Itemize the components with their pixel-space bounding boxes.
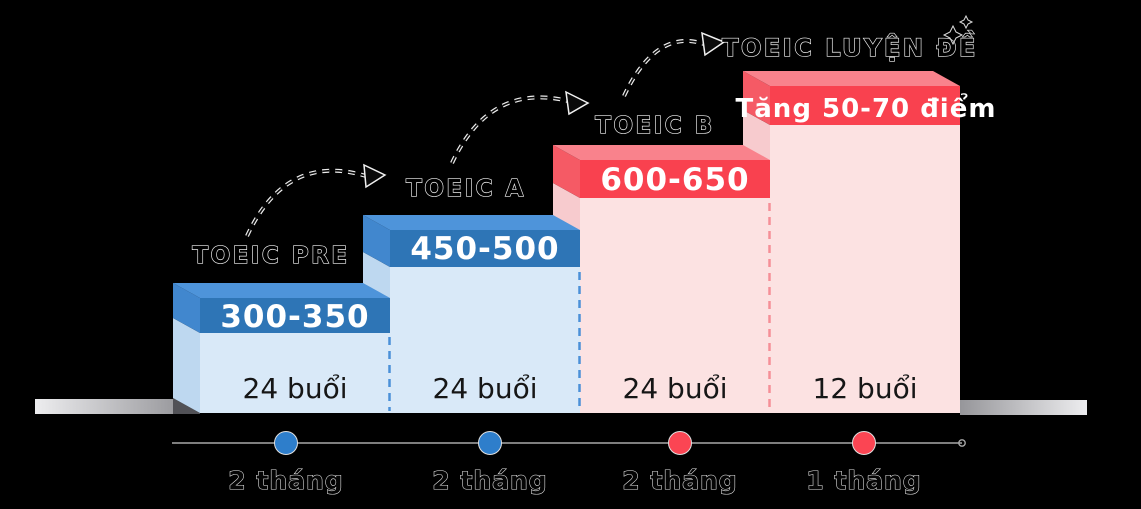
duration-label-step-2: 2 tháng — [432, 466, 547, 495]
arrow-3-curve-inner — [623, 40, 705, 97]
step-4-band-label: Tăng 50-70 điểm — [736, 91, 997, 124]
duration-label-step-3: 2 tháng — [622, 466, 737, 495]
step-3-sessions-label: 24 buổi — [623, 372, 728, 405]
ground-bar-left — [35, 399, 173, 414]
step-1-body-side-face — [173, 318, 200, 413]
timeline-dot-step-1 — [274, 431, 298, 455]
step-1-band-side-face — [173, 283, 200, 333]
step-2-body — [390, 267, 580, 413]
step-2-band — [390, 230, 580, 267]
duration-label-step-1: 2 tháng — [228, 466, 343, 495]
step-1-title: TOEIC PRE — [192, 243, 349, 269]
step-4-bar: Tăng 50-70 điểm 12 buổi — [736, 71, 997, 413]
step-1-band-label: 300-350 — [220, 299, 369, 335]
step-1-band — [200, 298, 390, 333]
step-2-title: TOEIC A — [406, 176, 526, 202]
step-3-body — [580, 198, 770, 413]
step-4-top-face — [743, 71, 960, 86]
step-3-band-label: 600-650 — [600, 162, 749, 198]
step-4-band — [770, 86, 960, 125]
timeline-dot-step-3 — [668, 431, 692, 455]
arrow-step3-to-step4 — [622, 31, 726, 97]
step-3-band — [580, 160, 770, 198]
step-2-band-side-face — [363, 215, 390, 267]
step-1-sessions-label: 24 buổi — [243, 372, 348, 405]
arrow-3-head-icon — [701, 31, 726, 57]
step-2-bar: 450-500 24 buổi — [363, 215, 580, 413]
timeline-end-tick — [958, 439, 966, 447]
ground-shadow — [173, 398, 200, 414]
step-4-band-side-face — [743, 71, 770, 125]
step-1-bar: 300-350 24 buổi — [173, 283, 390, 413]
step-4-sessions-label: 12 buổi — [813, 372, 918, 405]
step-3-title: TOEIC B — [595, 113, 714, 139]
step-3-band-side-face — [553, 145, 580, 198]
arrow-2-head-icon — [565, 90, 590, 116]
arrow-2-curve-inner — [451, 96, 569, 164]
sparkle-icon — [958, 14, 974, 30]
sparkle-icon — [942, 24, 964, 46]
step-1-body — [200, 333, 390, 413]
step-2-band-label: 450-500 — [410, 231, 559, 267]
step-3-bar: 600-650 24 buổi — [553, 145, 770, 413]
step-4-body — [770, 125, 960, 413]
duration-label-step-4: 1 tháng — [806, 466, 921, 495]
arrow-step1-to-step2 — [245, 163, 387, 237]
timeline: 2 tháng 2 tháng 2 tháng 1 tháng — [172, 431, 966, 496]
step-2-top-face — [363, 215, 580, 230]
timeline-dot-step-2 — [478, 431, 502, 455]
step-2-sessions-label: 24 buổi — [433, 372, 538, 405]
step-1-top-face — [173, 283, 390, 298]
step-3-top-face — [553, 145, 770, 160]
arrow-1-head-icon — [363, 163, 387, 189]
ground-bar-right — [960, 400, 1087, 415]
arrow-step2-to-step3 — [450, 90, 590, 164]
timeline-dot-step-4 — [852, 431, 876, 455]
step-4-title: TOEIC LUYỆN ĐỀ — [722, 29, 978, 62]
